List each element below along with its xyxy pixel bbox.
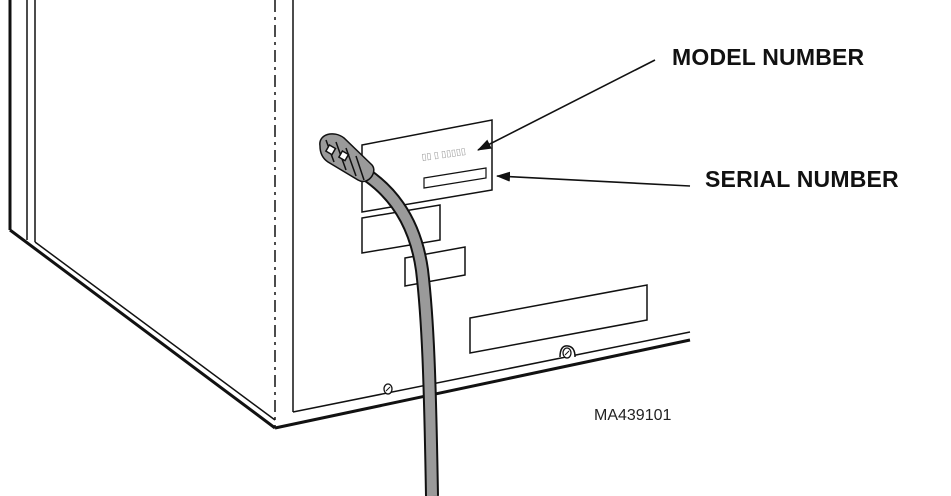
screw-icon bbox=[559, 345, 576, 359]
arrow-icon bbox=[477, 59, 656, 151]
screw-icon bbox=[383, 383, 393, 395]
cabinet-left-edge bbox=[8, 0, 36, 242]
power-plug-icon bbox=[319, 133, 375, 183]
power-cord bbox=[346, 158, 439, 496]
figure-id-label: MA439101 bbox=[594, 407, 672, 424]
serial-number-label: SERIAL NUMBER bbox=[705, 166, 899, 192]
cabinet-corner bbox=[274, 0, 294, 428]
arrow-icon bbox=[496, 171, 691, 187]
model-number-label: MODEL NUMBER bbox=[672, 44, 865, 70]
cabinet-base bbox=[9, 228, 691, 430]
rating-plate: ▯▯ ▯ ▯▯▯▯▯ bbox=[361, 119, 493, 213]
access-panel bbox=[469, 284, 648, 354]
